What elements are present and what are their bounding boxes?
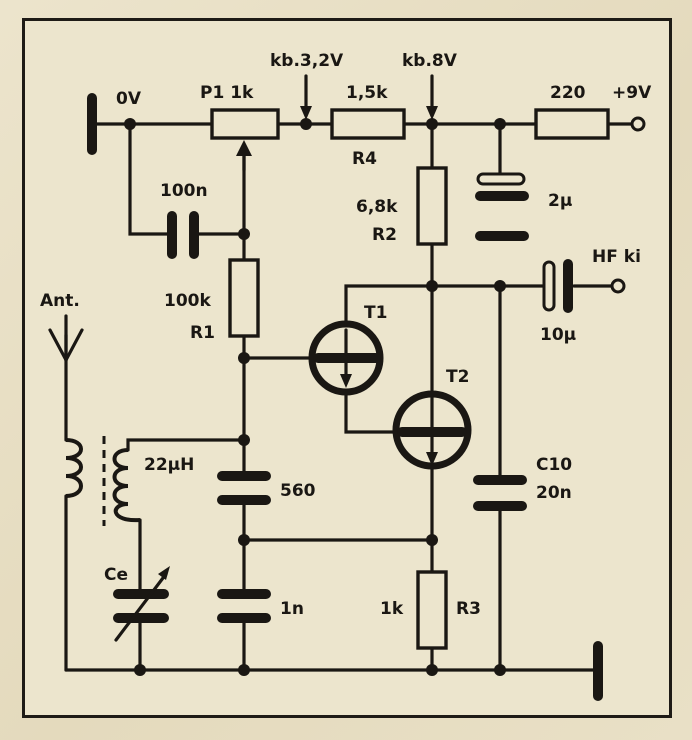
label-560: 560 [280,481,316,501]
potentiometer-p1 [210,108,280,172]
label-c10-value: 20n [536,483,572,503]
plus9v-terminal [630,116,646,132]
test-point-arrows [300,74,438,120]
hf-out-terminal [610,278,626,294]
junction-dots [124,118,506,676]
label-kb-3-2v: kb.3,2V [270,51,344,71]
label-r2-value: 6,8k [356,197,398,217]
label-r1-name: R1 [190,323,215,343]
antenna-coil [65,438,83,498]
label-c10-name: C10 [536,455,572,475]
resistor-r4 [330,108,406,140]
label-r3-value: 1k [380,599,404,619]
label-p1: P1 1k [200,83,254,103]
label-r2-name: R2 [372,225,397,245]
capacitor-c10 [473,475,527,511]
label-r4-value: 1,5k [346,83,388,103]
label-r4-name: R4 [352,149,377,169]
label-22uh: 22µH [144,455,194,475]
capacitor-10u [542,259,573,313]
capacitor-100n [167,211,199,259]
label-r3-name: R3 [456,599,481,619]
label-10u: 10µ [540,325,576,345]
capacitor-560 [217,471,271,505]
label-ant: Ant. [40,291,80,311]
resistor-r3 [416,570,448,650]
label-t1: T1 [364,303,387,323]
transistor-t1 [308,320,384,396]
inductor-22uh [112,448,141,523]
label-1n: 1n [280,599,304,619]
label-220: 220 [550,83,586,103]
label-t2: T2 [446,367,469,387]
antenna-symbol [48,314,84,362]
label-hf-out: HF ki [592,247,641,267]
capacitor-1n [217,589,271,623]
variable-capacitor-ce [113,566,170,642]
label-2u: 2µ [548,191,572,211]
label-100n: 100n [160,181,208,201]
capacitor-2u [475,172,529,241]
label-ce: Ce [104,565,128,585]
label-r1-value: 100k [164,291,211,311]
transistor-t2 [392,390,472,470]
label-kb-8v: kb.8V [402,51,458,71]
resistor-220 [534,108,610,140]
resistor-r2 [416,166,448,246]
label-zero-volt: 0V [116,89,142,109]
label-plus9v: +9V [612,83,652,103]
resistor-r1 [228,258,260,338]
